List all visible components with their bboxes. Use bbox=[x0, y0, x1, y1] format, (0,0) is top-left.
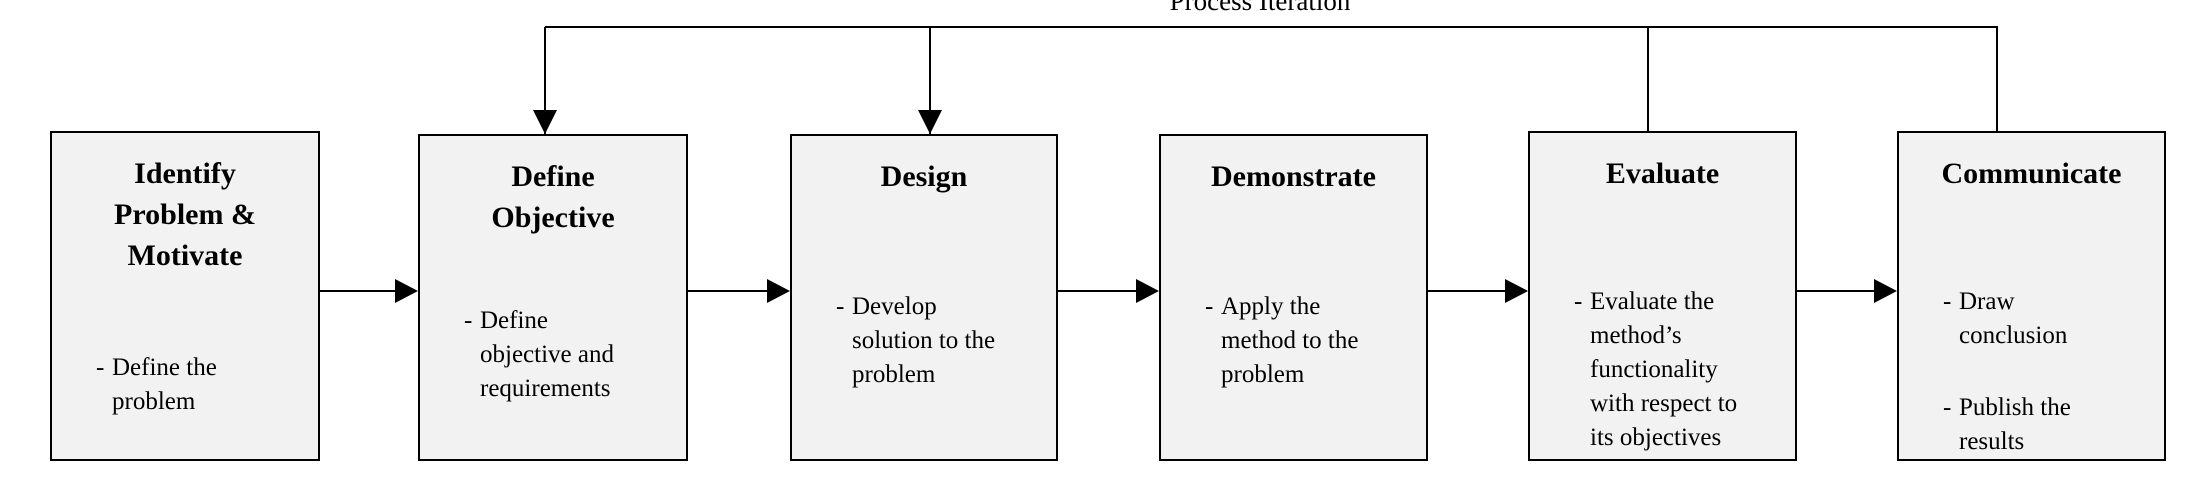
flow-arrowhead-5 bbox=[1874, 279, 1897, 303]
bullet-item: Draw conclusion bbox=[1943, 285, 2071, 353]
bullet-item: Apply the method to the problem bbox=[1205, 290, 1358, 392]
step-define-objective: Define Objective Define objective and re… bbox=[418, 134, 688, 461]
iteration-loop-line bbox=[545, 26, 1998, 132]
step-title: Define Objective bbox=[491, 160, 615, 234]
bullet-item: Evaluate the method’s functionality with… bbox=[1574, 285, 1737, 455]
step-communicate: Communicate Draw conclusion Publish the … bbox=[1897, 131, 2166, 461]
iteration-arrowhead-define-objective bbox=[533, 110, 557, 134]
flow-arrowhead-3 bbox=[1136, 279, 1159, 303]
bullet-item: Define objective and requirements bbox=[464, 304, 614, 406]
flow-arrowhead-1 bbox=[395, 279, 418, 303]
iteration-arrowhead-design bbox=[918, 110, 942, 134]
bullet-item: Publish the results bbox=[1943, 391, 2071, 459]
step-identify-problem: Identify Problem & Motivate Define the p… bbox=[50, 131, 320, 461]
process-diagram: Process Iteration Identify Problem & Mot… bbox=[0, 0, 2196, 478]
flow-arrowhead-4 bbox=[1505, 279, 1528, 303]
step-title: Communicate bbox=[1941, 157, 2122, 190]
bullet-item: Develop solution to the problem bbox=[836, 290, 995, 392]
step-title: Identify Problem & Motivate bbox=[114, 157, 256, 272]
step-bullets: Evaluate the method’s functionality with… bbox=[1574, 251, 1737, 489]
step-title: Demonstrate bbox=[1211, 160, 1376, 193]
step-bullets: Develop solution to the problem bbox=[836, 256, 995, 426]
step-bullets: Define the problem bbox=[96, 317, 217, 453]
step-bullets: Draw conclusion Publish the results bbox=[1943, 251, 2071, 493]
connector-layer bbox=[320, 26, 1998, 303]
step-bullets: Define objective and requirements bbox=[464, 270, 614, 440]
step-design: Design Develop solution to the problem bbox=[790, 134, 1058, 461]
step-title: Design bbox=[880, 160, 968, 193]
step-bullets: Apply the method to the problem bbox=[1205, 256, 1358, 426]
step-evaluate: Evaluate Evaluate the method’s functiona… bbox=[1528, 131, 1797, 461]
flow-arrowhead-2 bbox=[767, 279, 790, 303]
bullet-item: Define the problem bbox=[96, 351, 217, 419]
step-title: Evaluate bbox=[1605, 157, 1720, 190]
step-demonstrate: Demonstrate Apply the method to the prob… bbox=[1159, 134, 1428, 461]
iteration-label: Process Iteration bbox=[1169, 0, 1351, 16]
